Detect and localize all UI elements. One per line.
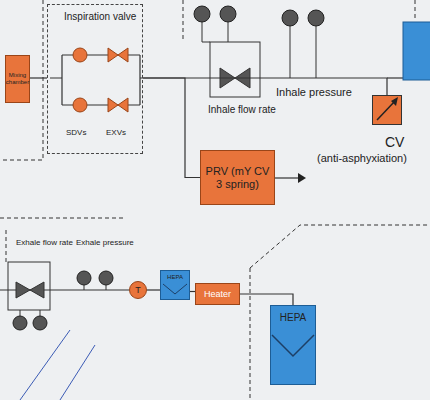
valve-label: EXVs: [106, 128, 126, 137]
relief-valve-box: PRV (mY CV 3 spring): [200, 150, 275, 205]
sensor-tag: T: [135, 285, 141, 295]
pipe-line: [50, 77, 143, 78]
valve-label: SDVs: [66, 128, 86, 137]
dashed-boundary: [0, 218, 125, 219]
dashed-boundary: [415, 0, 416, 20]
sensor-label: Inhale flow rate: [208, 104, 276, 115]
box-label: Mixing chamber: [5, 71, 30, 87]
pressure-gauge: [99, 271, 113, 285]
pressure-gauge: [194, 6, 210, 22]
pressure-gauge: [308, 10, 324, 26]
pressure-gauge: [282, 10, 298, 26]
gauge-stem: [84, 285, 106, 290]
filter-box: [403, 22, 430, 80]
heater-box: Heater: [195, 283, 240, 305]
dashed-boundary: [250, 268, 251, 400]
box-label: PRV (mY CV 3 spring): [201, 163, 274, 193]
valve-note: (anti-asphyxiation): [317, 152, 407, 164]
flow-sensor-symbol: [16, 282, 44, 298]
dashed-boundary: [0, 0, 43, 160]
sensor-circle: T: [129, 281, 147, 299]
sensor-label: Inhale pressure: [276, 86, 352, 98]
group-heading: Inspiration valve: [64, 11, 136, 22]
pressure-gauge: [33, 316, 47, 330]
sensor-label: Exhale pressure: [76, 238, 134, 247]
filter-box: HEPA: [270, 305, 316, 385]
pipe-connector: [240, 294, 293, 305]
handwritten-stroke: [20, 330, 95, 400]
pressure-gauge: [77, 271, 91, 285]
dashed-boundary: [250, 225, 430, 268]
valve-symbol: [108, 48, 128, 62]
pipe-connector: [30, 77, 47, 78]
valve-symbol: [108, 98, 128, 112]
box-label: Heater: [204, 289, 231, 299]
valve-tag: CV: [385, 134, 404, 150]
outlet-arrow: [298, 173, 306, 183]
gauge-stem: [290, 26, 316, 78]
pipe-line: [387, 77, 403, 78]
chamber-box: Mixing chamber: [5, 55, 30, 103]
valve-group: Inspiration valve: [47, 4, 143, 154]
gauge-stem: [202, 21, 228, 42]
gauge-stem: [20, 310, 40, 316]
flow-sensor-box: [8, 262, 50, 310]
pipe-connector: [147, 289, 160, 290]
sensor-label: Exhale flow rate: [16, 238, 73, 247]
box-label: HEPA: [271, 312, 315, 323]
dashed-boundary: [6, 230, 7, 262]
outlet-line: [275, 177, 298, 178]
pressure-gauge: [13, 316, 27, 330]
pressure-gauge: [220, 6, 236, 22]
flow-sensor-box: [210, 42, 260, 97]
dashed-boundary: [183, 0, 184, 40]
box-label: HEPA: [161, 274, 189, 280]
pipe-connector: [143, 78, 200, 178]
solenoid-symbol: [73, 98, 87, 112]
solenoid-symbol: [73, 48, 87, 62]
